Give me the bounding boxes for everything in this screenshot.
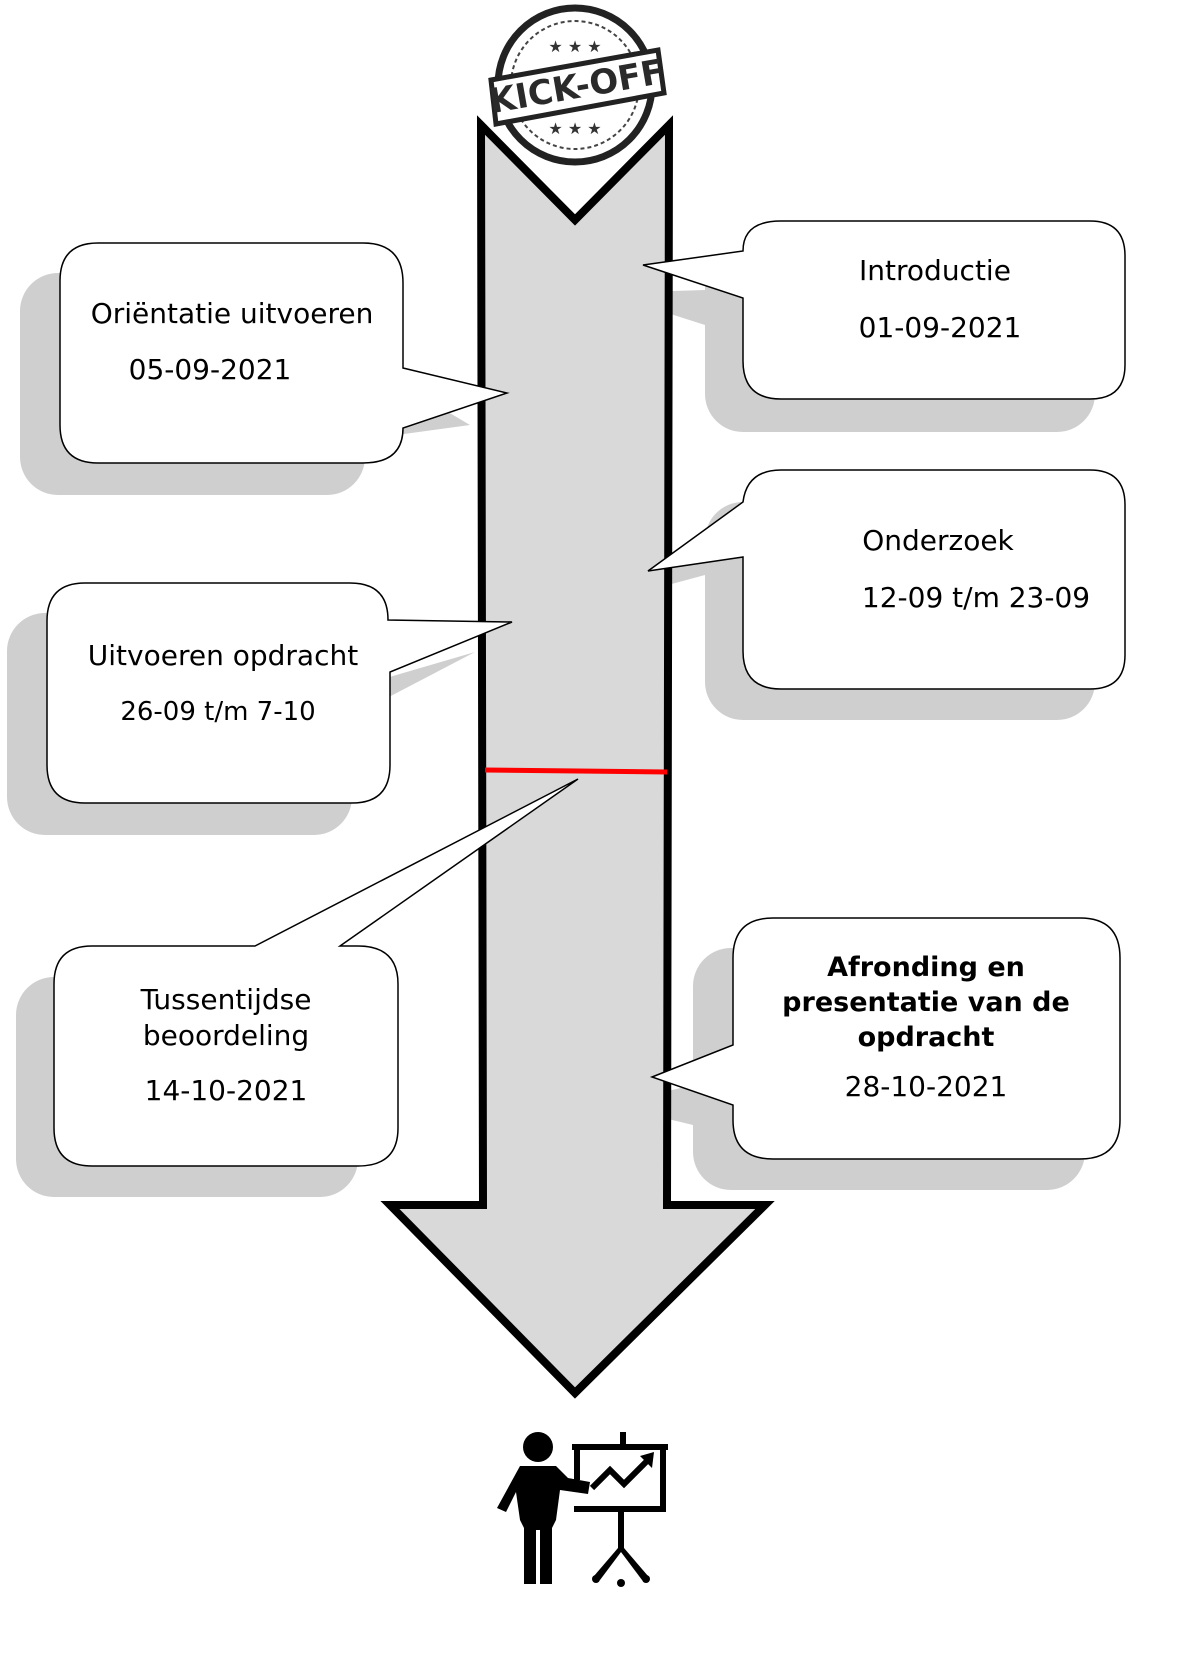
milestone-orientatie: Oriëntatie uitvoeren: [82, 296, 382, 332]
bubble-tussentijds: [53, 778, 579, 1167]
milestone-title-line-1: Tussentijdse: [140, 983, 312, 1016]
milestone-title: Introductie: [859, 254, 1011, 287]
milestone-title: Oriëntatie uitvoeren: [90, 297, 374, 330]
milestone-uitvoeren: Uitvoeren opdracht: [73, 638, 373, 674]
milestone-date-uitvoeren: 26-09 t/m 7-10: [98, 694, 338, 730]
milestone-date-introductie: 01-09-2021: [795, 310, 1085, 346]
milestone-date-tussentijds: 14-10-2021: [126, 1073, 326, 1109]
milestone-title: Uitvoeren opdracht: [87, 639, 359, 672]
milestone-introductie: Introductie: [790, 253, 1080, 289]
milestone-date: 28-10-2021: [844, 1070, 1008, 1103]
bubble-onderzoek: [647, 469, 1126, 690]
bubble-orientatie: [59, 242, 510, 464]
timeline-arrow: [380, 115, 775, 1399]
kick-off-stamp-icon: ★ ★ ★ ★ ★ ★ KICK-OFF: [486, 4, 667, 166]
milestone-tussentijds: Tussentijdse beoordeling: [86, 982, 366, 1054]
milestone-date-orientatie: 05-09-2021: [110, 352, 310, 388]
milestone-onderzoek: Onderzoek: [823, 523, 1053, 559]
current-progress-marker: [484, 767, 668, 775]
milestone-date: 26-09 t/m 7-10: [120, 697, 316, 727]
bubble-afronding: [649, 917, 1121, 1160]
milestone-date-afronding: 28-10-2021: [826, 1069, 1026, 1105]
milestone-title-line-2: beoordeling: [142, 1019, 310, 1052]
milestone-date: 05-09-2021: [128, 353, 292, 386]
bubbles: [46, 220, 1126, 1167]
milestone-date: 12-09 t/m 23-09: [861, 581, 1091, 614]
svg-text:★ ★ ★: ★ ★ ★: [548, 119, 601, 138]
milestone-afronding: Afronding en presentatie van de opdracht: [780, 950, 1072, 1055]
presenter-chart-icon: [497, 1432, 668, 1587]
milestone-date: 14-10-2021: [144, 1074, 308, 1107]
bubble-introductie: [642, 220, 1126, 400]
milestone-title: Afronding en presentatie van de opdracht: [782, 952, 1070, 1053]
svg-text:★ ★ ★: ★ ★ ★: [548, 37, 601, 56]
milestone-title: Onderzoek: [862, 524, 1014, 557]
milestone-date: 01-09-2021: [858, 311, 1022, 344]
milestone-date-onderzoek: 12-09 t/m 23-09: [846, 580, 1106, 616]
bubble-uitvoeren: [46, 582, 513, 804]
